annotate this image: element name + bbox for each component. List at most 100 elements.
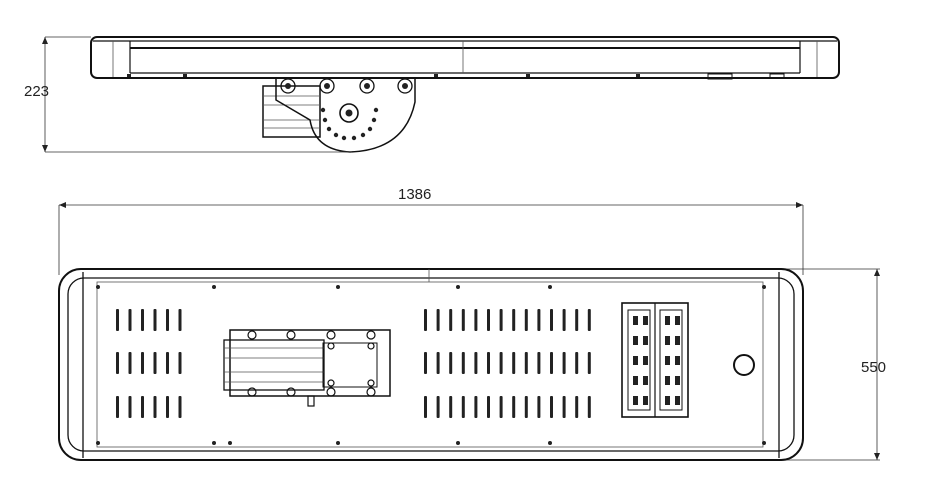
vent-slot xyxy=(153,396,157,418)
vent-slot xyxy=(166,309,169,331)
vent-slot xyxy=(436,309,440,331)
terminal-pin xyxy=(633,376,638,385)
side-mount-bracket xyxy=(262,77,416,153)
vent-slot xyxy=(116,396,119,418)
terminal-pin xyxy=(643,376,648,385)
cable-gland-icon xyxy=(733,354,755,376)
vent-slot xyxy=(524,396,528,418)
vent-slot xyxy=(436,352,440,374)
top-view xyxy=(58,202,880,461)
vent-slot xyxy=(550,396,553,418)
vent-slot xyxy=(141,309,144,331)
vent-slot xyxy=(487,309,490,331)
terminal-pin xyxy=(675,376,680,385)
vent-slot xyxy=(424,396,427,418)
pole-clamp xyxy=(262,85,321,138)
side-view xyxy=(42,36,840,153)
vent-slot xyxy=(461,309,465,331)
length-label: 1386 xyxy=(398,186,431,203)
terminal-pin xyxy=(675,396,680,405)
terminal-pin xyxy=(633,396,638,405)
terminal-pin xyxy=(633,316,638,325)
vent-slot xyxy=(512,309,516,331)
terminal-pin xyxy=(643,356,648,365)
vent-slot xyxy=(178,352,182,374)
vent-slot xyxy=(524,352,528,374)
terminal-pin xyxy=(633,336,638,345)
vent-slot xyxy=(575,352,579,374)
vent-slot xyxy=(424,309,427,331)
vent-slot xyxy=(166,396,169,418)
vent-slot xyxy=(474,309,478,331)
vent-slot xyxy=(461,396,465,418)
vent-slot xyxy=(474,396,478,418)
terminal-pin xyxy=(665,336,670,345)
terminal-pin xyxy=(633,356,638,365)
vent-slot xyxy=(587,309,591,331)
vent-slot xyxy=(537,396,541,418)
terminal-pin xyxy=(675,336,680,345)
terminal-pin xyxy=(675,316,680,325)
vent-slot xyxy=(562,396,566,418)
vent-slot xyxy=(587,396,591,418)
width-label: 550 xyxy=(861,359,886,376)
terminal-pin xyxy=(665,376,670,385)
vent-slot xyxy=(449,309,453,331)
vent-slot xyxy=(524,309,528,331)
vent-slot xyxy=(487,396,490,418)
dimension-length xyxy=(58,202,804,275)
vent-slot xyxy=(550,309,553,331)
vent-slot xyxy=(424,352,427,374)
vent-slot xyxy=(128,352,132,374)
vent-slot xyxy=(153,309,157,331)
terminal-pin xyxy=(665,356,670,365)
terminal-pin xyxy=(643,336,648,345)
vent-slot xyxy=(512,352,516,374)
terminal-pin xyxy=(643,316,648,325)
vent-slot xyxy=(449,396,453,418)
side-connector xyxy=(707,73,733,80)
vent-slot xyxy=(499,396,503,418)
vent-slot xyxy=(562,309,566,331)
vent-slots-right xyxy=(424,309,591,418)
vent-slot xyxy=(116,352,119,374)
vent-slot xyxy=(178,309,182,331)
pole-clamp-top xyxy=(223,339,325,391)
vent-slot xyxy=(487,352,490,374)
vent-slot xyxy=(575,309,579,331)
top-mount-bracket xyxy=(223,329,391,407)
height-label: 223 xyxy=(24,83,49,100)
top-housing xyxy=(58,268,804,461)
vent-slot xyxy=(153,352,157,374)
terminal-pin xyxy=(665,316,670,325)
vent-slot xyxy=(499,309,503,331)
vent-slot xyxy=(587,352,591,374)
vent-slot xyxy=(562,352,566,374)
vent-slot xyxy=(449,352,453,374)
vent-slot xyxy=(499,352,503,374)
vent-slot xyxy=(474,352,478,374)
vent-slot xyxy=(178,396,182,418)
vent-slot xyxy=(436,396,440,418)
vent-slot xyxy=(537,309,541,331)
dimension-width xyxy=(770,268,880,461)
perimeter-fasteners xyxy=(96,285,766,445)
terminal-block xyxy=(621,302,689,418)
vent-slot xyxy=(141,396,144,418)
pivot-bolt xyxy=(339,103,359,123)
vent-slots-left xyxy=(116,309,182,418)
terminal-pin xyxy=(643,396,648,405)
vent-slot xyxy=(537,352,541,374)
dimension-height xyxy=(42,36,352,153)
vent-slot xyxy=(128,309,132,331)
terminal-pin xyxy=(675,356,680,365)
vent-slot xyxy=(550,352,553,374)
vent-slot xyxy=(141,352,144,374)
vent-slot xyxy=(575,396,579,418)
vent-slot xyxy=(461,352,465,374)
vent-slot xyxy=(128,396,132,418)
vent-slot xyxy=(166,352,169,374)
side-housing xyxy=(90,36,840,79)
terminal-pin xyxy=(665,396,670,405)
